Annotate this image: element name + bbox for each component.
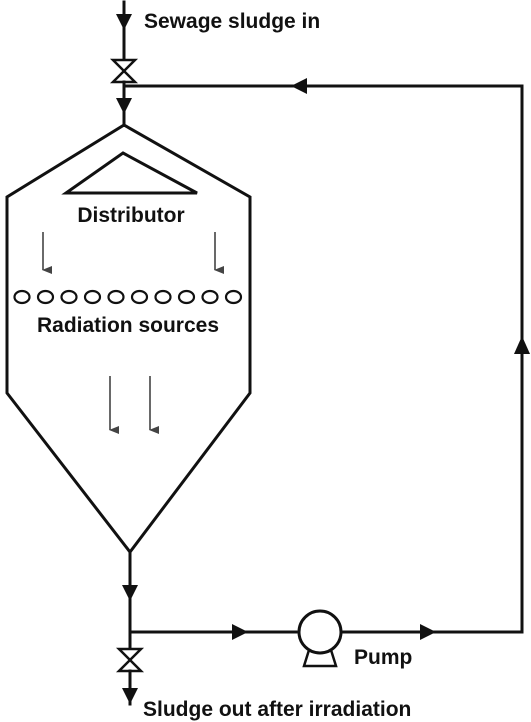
radiation-source-icon — [13, 289, 31, 305]
radiation-source-icon — [83, 289, 102, 305]
distributor-icon — [61, 151, 198, 195]
radiation-source-icon — [154, 289, 172, 305]
inlet-valve-icon — [109, 58, 139, 84]
radiation-source-icon — [130, 289, 149, 305]
outlet-lower-flow-arrow — [122, 688, 138, 704]
radiation-source-icon — [107, 289, 125, 305]
pump-label: Pump — [354, 646, 412, 669]
outlet-label: Sludge out after irradiation — [143, 698, 411, 721]
outlet-valve-icon — [115, 647, 145, 673]
recirculation-top-arrow — [291, 78, 307, 94]
radiation-source-icon — [177, 289, 196, 305]
radiation-sources-label: Radiation sources — [37, 314, 219, 337]
radiation-sources-row — [13, 289, 243, 305]
inlet-lower-flow-arrow — [116, 98, 132, 114]
inlet-flow-arrow — [116, 14, 132, 30]
pump-outlet-arrow — [420, 624, 436, 640]
radiation-source-icon — [201, 289, 219, 305]
radiation-source-icon — [224, 289, 243, 305]
pump-icon — [297, 609, 343, 668]
recirculation-up-arrow — [514, 336, 530, 354]
radiation-source-icon — [36, 289, 55, 305]
distributor-label: Distributor — [77, 204, 184, 227]
outlet-flow-arrow — [122, 585, 138, 601]
radiation-source-icon — [60, 289, 78, 305]
pump-inlet-arrow — [232, 624, 248, 640]
inlet-label: Sewage sludge in — [144, 10, 320, 33]
